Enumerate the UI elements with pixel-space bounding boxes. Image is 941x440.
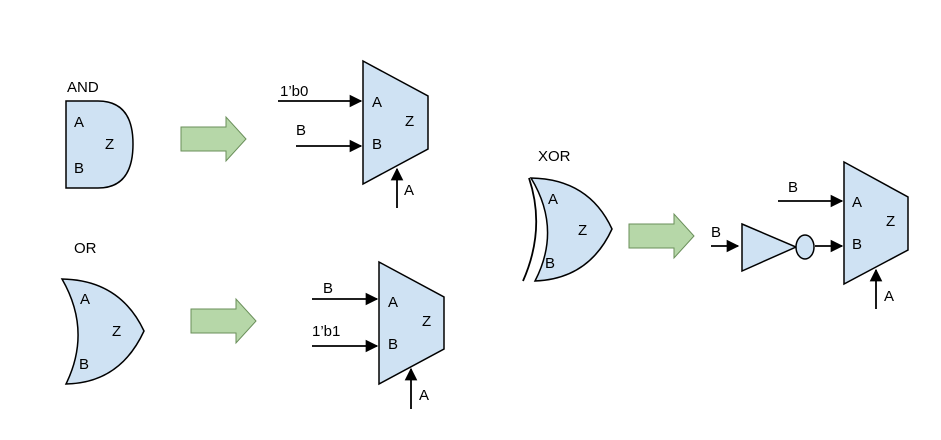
xor-mux-select-label: A xyxy=(884,288,894,305)
xor-mux-output-z-label: Z xyxy=(886,213,895,230)
xor-inverter-bubble xyxy=(795,234,815,260)
and-gate-input-b-label: B xyxy=(74,160,84,177)
xor-gate-input-a-label: A xyxy=(548,191,558,208)
or-mux-pin-b-label: B xyxy=(388,336,398,353)
and-gate-output-z-label: Z xyxy=(105,136,114,153)
xor-gate-extra-curve xyxy=(522,177,538,282)
or-mux-output-z-label: Z xyxy=(422,313,431,330)
or-conversion-arrow xyxy=(190,297,257,345)
or-gate-output-z-label: Z xyxy=(112,323,121,340)
xor-gate-output-z-label: Z xyxy=(578,222,587,239)
and-gate-shape xyxy=(65,100,134,189)
or-mux-pin-a-label: A xyxy=(388,294,398,311)
and-title: AND xyxy=(67,79,99,96)
xor-mux-input-b-label: B xyxy=(788,179,798,196)
or-mux-input-1b1-label: 1’b1 xyxy=(312,323,340,340)
or-gate-input-b-label: B xyxy=(79,356,89,373)
or-mux-shape xyxy=(378,260,445,386)
and-mux-input-b-label: B xyxy=(296,122,306,139)
xor-mux-pin-b-label: B xyxy=(852,236,862,253)
or-title: OR xyxy=(74,240,97,257)
and-mux-pin-b-label: B xyxy=(372,136,382,153)
xor-title: XOR xyxy=(538,148,571,165)
xor-mux-shape xyxy=(843,160,909,286)
xor-inverter-buffer xyxy=(741,222,798,273)
and-mux-output-z-label: Z xyxy=(405,113,414,130)
xor-gate-input-b-label: B xyxy=(545,255,555,272)
and-mux-select-label: A xyxy=(404,182,414,199)
and-section: AND A B Z 1’b0 B A B Z A xyxy=(65,59,429,208)
xor-inverter-input-label: B xyxy=(711,224,721,241)
and-gate-input-a-label: A xyxy=(74,114,84,131)
xor-gate-shape xyxy=(529,177,613,282)
and-conversion-arrow xyxy=(180,115,247,163)
or-section: OR A B Z B 1’b1 A B Z A xyxy=(60,240,445,409)
and-mux-shape xyxy=(362,59,429,186)
or-mux-input-b-label: B xyxy=(323,280,333,297)
xor-mux-pin-a-label: A xyxy=(852,194,862,211)
or-mux-select-label: A xyxy=(419,387,429,404)
or-gate-shape xyxy=(60,278,145,385)
xor-section: XOR A B Z B B A B Z A xyxy=(522,148,909,309)
and-mux-input-1b0-label: 1’b0 xyxy=(280,83,308,100)
or-gate-input-a-label: A xyxy=(80,291,90,308)
and-mux-pin-a-label: A xyxy=(372,94,382,111)
xor-conversion-arrow xyxy=(628,212,695,260)
